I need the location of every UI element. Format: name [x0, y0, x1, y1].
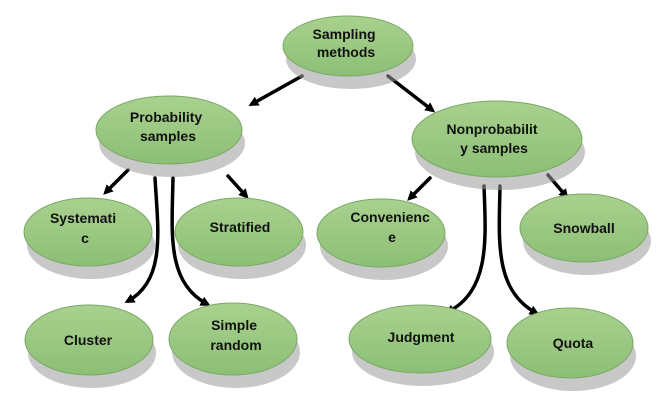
node-systematic: Systemati c: [23, 197, 155, 279]
node-stratified-line-1: Stratified: [210, 219, 271, 235]
node-convenience: Convenienc e: [316, 198, 448, 280]
node-snowball: Snowball: [519, 193, 651, 275]
node-stratified-label: Stratified: [210, 219, 271, 235]
arrow-root-to-probability: [248, 74, 304, 106]
arrow-nonprobability-to-quota: [497, 184, 540, 315]
node-systematic-line-2: c: [81, 230, 89, 246]
node-cluster-label: Cluster: [64, 332, 113, 348]
node-nonprobability-samples-line-2: y samples: [460, 140, 528, 156]
node-nonprobability-samples-line-1: Nonprobabilit: [447, 121, 538, 137]
arrow-nonprobability-to-judgment: [444, 184, 487, 314]
node-quota-line-1: Quota: [553, 335, 594, 351]
node-simple-random-line-1: Simple: [211, 317, 257, 333]
node-cluster: Cluster: [24, 304, 156, 388]
node-sampling-methods-label: Sampling methods: [313, 26, 380, 60]
node-probability-samples-label: Probability samples: [130, 109, 206, 144]
node-probability-samples-line-2: samples: [140, 128, 196, 144]
node-quota-label: Quota: [553, 335, 594, 351]
node-probability-samples-line-1: Probability: [130, 109, 203, 125]
node-cluster-line-1: Cluster: [64, 332, 113, 348]
node-stratified: Stratified: [174, 197, 306, 279]
arrow-probability-to-cluster: [124, 176, 160, 303]
node-systematic-line-1: Systemati: [50, 210, 116, 226]
arrow-probability-to-systematic: [103, 168, 130, 195]
arrow-root-to-nonprobability: [386, 74, 436, 113]
connectors: [103, 74, 569, 315]
node-nonprobability-samples-label: Nonprobabilit y samples: [447, 121, 542, 156]
node-quota: Quota: [506, 307, 636, 391]
node-sampling-methods-line-1: Sampling: [313, 26, 376, 42]
node-sampling-methods-line-2: methods: [317, 44, 376, 60]
node-judgment: Judgment: [348, 304, 494, 386]
arrow-probability-to-simple-random: [170, 176, 211, 306]
arrow-probability-to-stratified: [226, 174, 249, 199]
node-nonprobability-samples: Nonprobabilit y samples: [411, 100, 585, 190]
node-convenience-line-2: e: [388, 229, 396, 245]
node-simple-random-line-2: random: [210, 337, 261, 353]
node-judgment-line-1: Judgment: [388, 329, 455, 345]
node-convenience-line-1: Convenienc: [350, 209, 430, 225]
node-judgment-label: Judgment: [388, 329, 455, 345]
node-snowball-line-1: Snowball: [553, 220, 614, 236]
node-probability-samples: Probability samples: [95, 95, 245, 177]
node-convenience-label: Convenienc e: [350, 209, 433, 245]
node-simple-random: Simple random: [168, 302, 300, 388]
node-simple-random-label: Simple random: [210, 317, 261, 353]
nodes: Sampling methods Probability samples Non…: [23, 15, 651, 391]
node-systematic-label: Systemati c: [50, 210, 120, 246]
node-sampling-methods: Sampling methods: [282, 15, 416, 89]
arrow-nonprobability-to-convenience: [407, 176, 432, 201]
node-snowball-label: Snowball: [553, 220, 614, 236]
